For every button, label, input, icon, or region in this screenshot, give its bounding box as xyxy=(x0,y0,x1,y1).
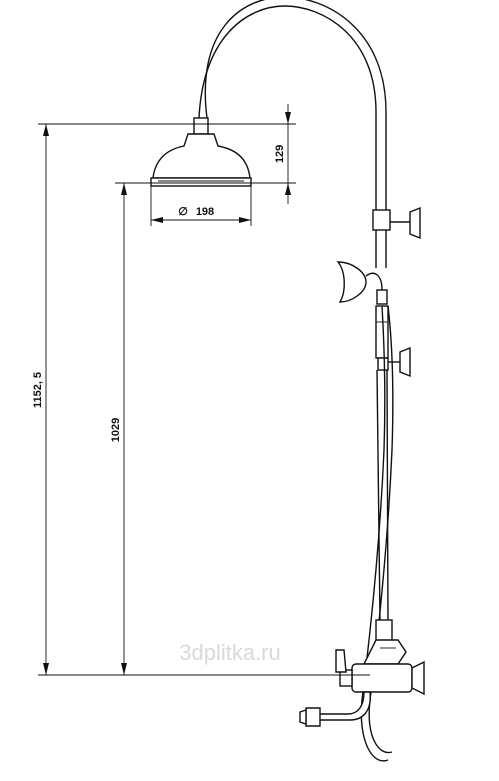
lower-riser xyxy=(376,369,389,621)
height-to-head-label: 1029 xyxy=(110,418,122,442)
bath-mixer xyxy=(299,619,425,727)
dimension-lines xyxy=(38,104,370,676)
hand-shower xyxy=(336,261,388,305)
head-diameter-label: 198 xyxy=(196,206,214,218)
diameter-symbol: ∅ xyxy=(178,206,188,218)
flexible-hose xyxy=(360,305,394,762)
head-height-label: 129 xyxy=(274,145,286,163)
riser-and-arm xyxy=(198,0,387,268)
total-height-label: 1152, 5 xyxy=(32,372,44,408)
upper-wall-bracket xyxy=(372,206,421,240)
shower-head xyxy=(150,117,252,187)
slide-rail xyxy=(375,305,411,378)
watermark: 3dplitka.ru xyxy=(179,640,281,665)
